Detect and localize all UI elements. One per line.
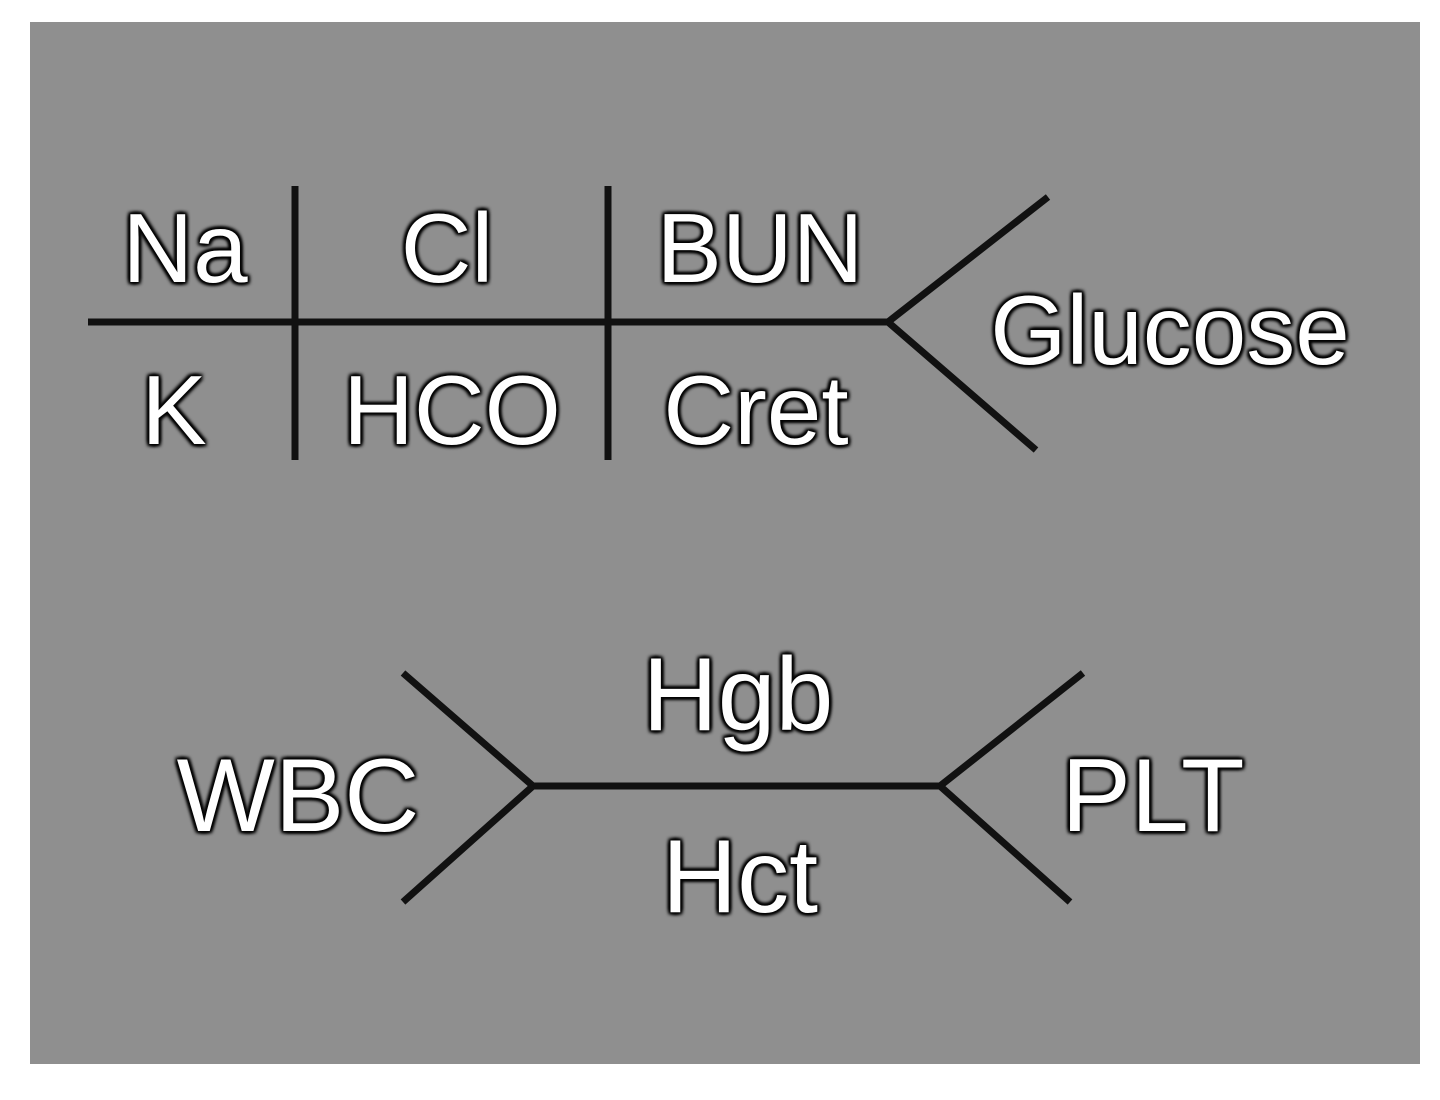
label-glucose: Glucose bbox=[990, 275, 1350, 385]
label-k: K bbox=[141, 355, 207, 465]
label-wbc: WBC bbox=[176, 738, 420, 854]
label-cl: Cl bbox=[400, 193, 494, 303]
cbc-right-fork-upper bbox=[937, 670, 1086, 789]
diagram-panel bbox=[30, 22, 1420, 1064]
bmp-fork-upper bbox=[885, 194, 1051, 325]
label-hco: HCO bbox=[343, 355, 561, 465]
cbc-left-fork-upper bbox=[400, 670, 536, 789]
label-plt: PLT bbox=[1061, 738, 1245, 854]
cbc-right-fork-lower bbox=[937, 783, 1073, 905]
label-hct: Hct bbox=[662, 819, 818, 935]
label-hgb: Hgb bbox=[642, 637, 834, 753]
label-cret: Cret bbox=[663, 355, 849, 465]
bmp-fork-lower bbox=[885, 319, 1039, 453]
label-na: Na bbox=[122, 193, 248, 303]
cbc-left-fork-lower bbox=[400, 783, 536, 905]
label-bun: BUN bbox=[656, 193, 864, 303]
